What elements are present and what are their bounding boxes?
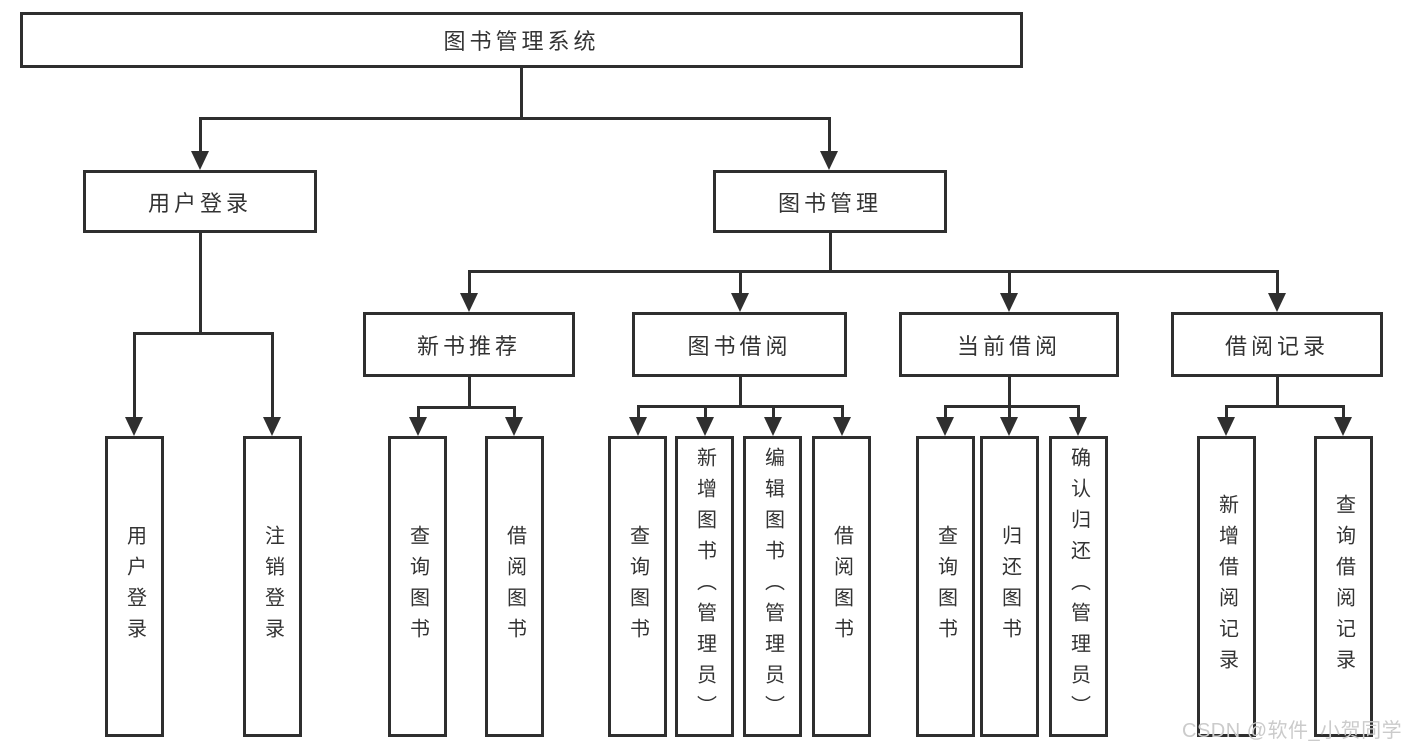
connector-borrow-bar	[636, 404, 844, 408]
connector-drop-level3	[1007, 271, 1011, 294]
connector-drop-leaf	[512, 407, 516, 419]
connector-current-stem	[1007, 377, 1011, 407]
connector-drop-book-mgmt	[827, 118, 831, 152]
leaf-label: 查询图书	[934, 524, 957, 649]
arrow-head	[833, 417, 851, 436]
connector-drop-leaf	[771, 406, 775, 419]
leaf-label: 借阅图书	[830, 524, 853, 649]
leaf-borrow-books-recommend: 借阅图书	[485, 436, 544, 737]
arrow-head	[1000, 417, 1018, 436]
leaf-label: 用户登录	[123, 524, 146, 649]
leaf-query-books-borrow: 查询图书	[608, 436, 667, 737]
leaf-add-books-admin: 新增图书（管理员）	[675, 436, 734, 737]
arrow-head	[696, 417, 714, 436]
node-root-system: 图书管理系统	[20, 12, 1023, 68]
connector-drop-leaf	[1341, 406, 1345, 419]
arrow-head	[409, 417, 427, 436]
node-new-book-recommend: 新书推荐	[363, 312, 575, 377]
arrow-head	[460, 293, 478, 312]
node-borrow-records: 借阅记录	[1171, 312, 1383, 377]
connector-borrow-stem	[738, 377, 742, 407]
leaf-query-books-recommend: 查询图书	[388, 436, 447, 737]
leaf-label: 查询借阅记录	[1332, 493, 1355, 680]
connector-bookmgmt-stem	[828, 233, 832, 273]
connector-drop-leaf	[703, 406, 707, 419]
arrow-head	[1334, 417, 1352, 436]
arrow-head	[1217, 417, 1235, 436]
leaf-return-books: 归还图书	[980, 436, 1039, 737]
connector-newbook-bar	[416, 405, 516, 409]
arrow-head	[629, 417, 647, 436]
arrow-head	[936, 417, 954, 436]
connector-drop-level3	[738, 271, 742, 294]
leaf-borrow-books: 借阅图书	[812, 436, 871, 737]
node-book-management: 图书管理	[713, 170, 947, 233]
connector-records-stem	[1275, 377, 1279, 407]
connector-drop-leaf	[132, 333, 136, 418]
leaf-label: 归还图书	[998, 524, 1021, 649]
connector-drop-leaf	[1007, 406, 1011, 419]
connector-root-bar	[198, 116, 831, 120]
connector-root-stem	[519, 68, 523, 120]
leaf-label: 查询图书	[626, 524, 649, 649]
leaf-label: 编辑图书（管理员）	[761, 447, 784, 726]
connector-records-bar	[1224, 404, 1345, 408]
connector-level3-bar	[467, 269, 1279, 273]
leaf-add-borrow-record: 新增借阅记录	[1197, 436, 1256, 737]
connector-drop-leaf	[416, 407, 420, 419]
leaf-label: 新增图书（管理员）	[693, 447, 716, 726]
connector-drop-leaf	[270, 333, 274, 418]
leaf-label: 确认归还（管理员）	[1067, 447, 1090, 726]
arrow-head	[1268, 293, 1286, 312]
leaf-label: 借阅图书	[503, 524, 526, 649]
leaf-query-books-current: 查询图书	[916, 436, 975, 737]
connector-drop-leaf	[1224, 406, 1228, 419]
arrow-head	[1000, 293, 1018, 312]
node-book-borrow: 图书借阅	[632, 312, 847, 377]
arrow-head	[820, 151, 838, 170]
leaf-label: 查询图书	[406, 524, 429, 649]
connector-newbook-stem	[467, 377, 471, 408]
arrow-head	[1069, 417, 1087, 436]
arrow-head	[731, 293, 749, 312]
arrow-head	[505, 417, 523, 436]
node-user-login: 用户登录	[83, 170, 317, 233]
connector-userlogin-stem	[198, 233, 202, 334]
arrow-head	[764, 417, 782, 436]
arrow-head	[125, 417, 143, 436]
arrow-head	[191, 151, 209, 170]
connector-userlogin-bar	[132, 331, 274, 335]
leaf-label: 新增借阅记录	[1215, 493, 1238, 680]
connector-drop-leaf	[636, 406, 640, 419]
connector-drop-level3	[467, 271, 471, 294]
connector-drop-level3	[1275, 271, 1279, 294]
watermark: CSDN @软件_小贺同学	[1182, 720, 1403, 742]
connector-drop-leaf	[943, 406, 947, 419]
connector-drop-leaf	[840, 406, 844, 419]
leaf-confirm-return-admin: 确认归还（管理员）	[1049, 436, 1108, 737]
connector-current-bar	[943, 404, 1080, 408]
leaf-logout: 注销登录	[243, 436, 302, 737]
leaf-user-login: 用户登录	[105, 436, 164, 737]
leaf-label: 注销登录	[261, 524, 284, 649]
connector-drop-user-login	[198, 118, 202, 152]
connector-drop-leaf	[1076, 406, 1080, 419]
arrow-head	[263, 417, 281, 436]
node-current-borrow: 当前借阅	[899, 312, 1119, 377]
leaf-query-borrow-record: 查询借阅记录	[1314, 436, 1373, 737]
leaf-edit-books-admin: 编辑图书（管理员）	[743, 436, 802, 737]
